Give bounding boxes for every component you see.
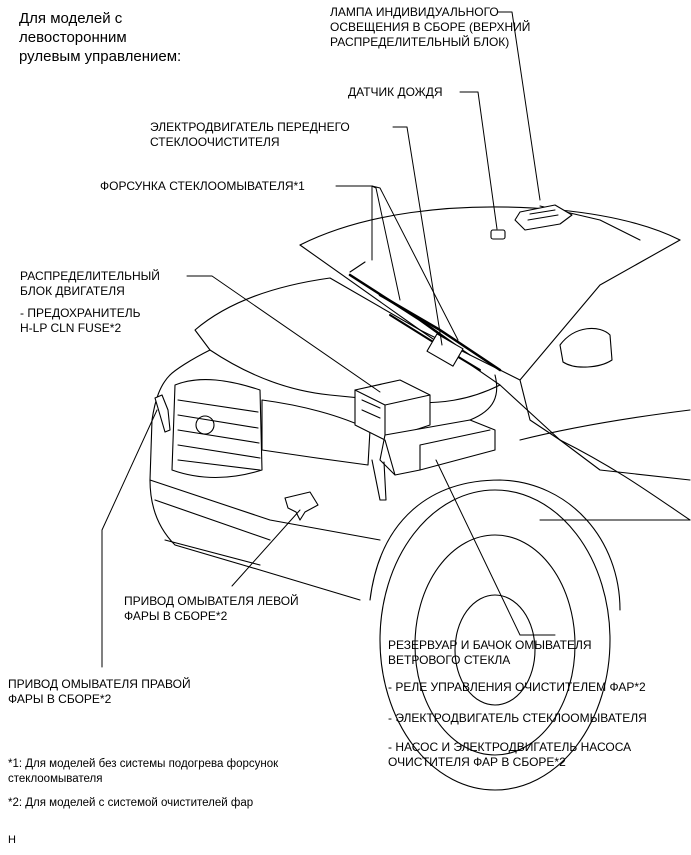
footnote-1-line-1: *1: Для моделей без системы подогрева фо… (8, 758, 279, 770)
washer-tank-shape (371, 419, 496, 501)
label-room-lamp-line-1: ЛАМПА ИНДИВИДУАЛЬНОГО (330, 5, 499, 19)
label-washer-tank-line-2: ВЕТРОВОГО СТЕКЛА (388, 653, 511, 667)
label-left-headlamp-washer: ПРИВОД ОМЫВАТЕЛЯ ЛЕВОЙ ФАРЫ В СБОРЕ*2 (124, 594, 299, 624)
side-mirror (559, 327, 613, 368)
label-rain-sensor: ДАТЧИК ДОЖДЯ (348, 85, 443, 99)
label-fuse-line-2: H-LP CLN FUSE*2 (20, 321, 122, 335)
label-room-lamp: ЛАМПА ИНДИВИДУАЛЬНОГО ОСВЕЩЕНИЯ В СБОРЕ … (330, 5, 530, 50)
leader-relay-block (186, 275, 381, 393)
grille-outline (171, 379, 263, 479)
wiper-linkage (389, 314, 481, 371)
leader-room-lamp (497, 11, 541, 201)
label-left-headlamp-washer-line-2: ФАРЫ В СБОРЕ*2 (124, 609, 228, 623)
leader-wiper-motor (392, 126, 443, 346)
label-wiper-motor-line-2: СТЕКЛООЧИСТИТЕЛЯ (150, 135, 280, 149)
engine-relay-block-shape (354, 379, 431, 441)
footnote-2: *2: Для моделей с системой очистителей ф… (8, 797, 254, 809)
wiper-arm-1 (348, 273, 457, 347)
body-side (499, 384, 691, 481)
leader-right-washer (101, 409, 158, 668)
figure-code: H (8, 834, 16, 846)
label-fuse-line-1: - ПРЕДОХРАНИТЕЛЬ (20, 306, 141, 320)
a-pillar (519, 379, 561, 441)
label-left-headlamp-washer-line-1: ПРИВОД ОМЫВАТЕЛЯ ЛЕВОЙ (124, 594, 299, 608)
label-wiper-motor-line-1: ЭЛЕКТРОДВИГАТЕЛЬ ПЕРЕДНЕГО (150, 120, 350, 134)
front-wheel-arch (369, 479, 621, 611)
headlamp (261, 399, 371, 466)
leader-rain-sensor (459, 91, 498, 230)
tank-item-pump-line-1: - НАСОС И ЭЛЕКТРОДВИГАТЕЛЬ НАСОСА (388, 740, 632, 754)
brand-emblem (195, 415, 215, 435)
tank-item-washer-motor: - ЭЛЕКТРОДВИГАТЕЛЬ СТЕКЛООМЫВАТЕЛЯ (388, 711, 647, 725)
label-room-lamp-line-2: ОСВЕЩЕНИЯ В СБОРЕ (ВЕРХНИЙ (330, 20, 531, 34)
tank-item-relay: - РЕЛЕ УПРАВЛЕНИЯ ОЧИСТИТЕЛЕМ ФАР*2 (388, 680, 646, 694)
right-headlamp-washer-shape (154, 394, 171, 433)
footnote-1-line-2: стеклоомывателя (8, 773, 103, 785)
header-line-2: левосторонним (19, 29, 127, 46)
leader-nozzle-b (371, 185, 401, 301)
label-washer-nozzle: ФОРСУНКА СТЕКЛООМЫВАТЕЛЯ*1 (100, 179, 305, 193)
label-wiper-motor: ЭЛЕКТРОДВИГАТЕЛЬ ПЕРЕДНЕГО СТЕКЛООЧИСТИТ… (150, 120, 350, 150)
label-engine-relay-block-line-2: БЛОК ДВИГАТЕЛЯ (20, 284, 125, 298)
rain-sensor-shape (490, 229, 506, 240)
leader-nozzle-a (335, 185, 373, 261)
roof-outline (299, 206, 681, 246)
leader-left-washer (231, 509, 301, 587)
hood-outline (194, 277, 501, 404)
label-right-headlamp-washer: ПРИВОД ОМЫВАТЕЛЯ ПРАВОЙ ФАРЫ В СБОРЕ*2 (8, 677, 191, 707)
leader-tank (435, 459, 556, 636)
header-line-1: Для моделей с (19, 10, 123, 27)
label-washer-tank-line-1: РЕЗЕРВУАР И БАЧОК ОМЫВАТЕЛЯ (388, 638, 592, 652)
label-engine-relay-block-line-1: РАСПРЕДЕЛИТЕЛЬНЫЙ (20, 269, 160, 283)
label-room-lamp-line-3: РАСПРЕДЕЛИТЕЛЬНЫЙ БЛОК) (330, 35, 510, 49)
label-right-headlamp-washer-line-2: ФАРЫ В СБОРЕ*2 (8, 692, 112, 706)
label-fuse: - ПРЕДОХРАНИТЕЛЬ H-LP CLN FUSE*2 (20, 306, 140, 336)
wiper-motor (426, 333, 464, 367)
front-wheel (379, 489, 611, 791)
label-engine-relay-block: РАСПРЕДЕЛИТЕЛЬНЫЙ БЛОК ДВИГАТЕЛЯ (20, 269, 160, 299)
tank-item-pump-line-2: ОЧИСТИТЕЛЯ ФАР В СБОРЕ*2 (388, 755, 566, 769)
label-washer-tank: РЕЗЕРВУАР И БАЧОК ОМЫВАТЕЛЯ ВЕТРОВОГО СТ… (388, 638, 592, 668)
windshield-outline (299, 239, 681, 381)
header-line-3: рулевым управлением: (19, 48, 182, 65)
leader-lines (101, 11, 556, 668)
label-right-headlamp-washer-line-1: ПРИВОД ОМЫВАТЕЛЯ ПРАВОЙ (8, 677, 191, 691)
leader-nozzle-c (371, 185, 459, 341)
left-headlamp-washer-shape (284, 491, 319, 521)
